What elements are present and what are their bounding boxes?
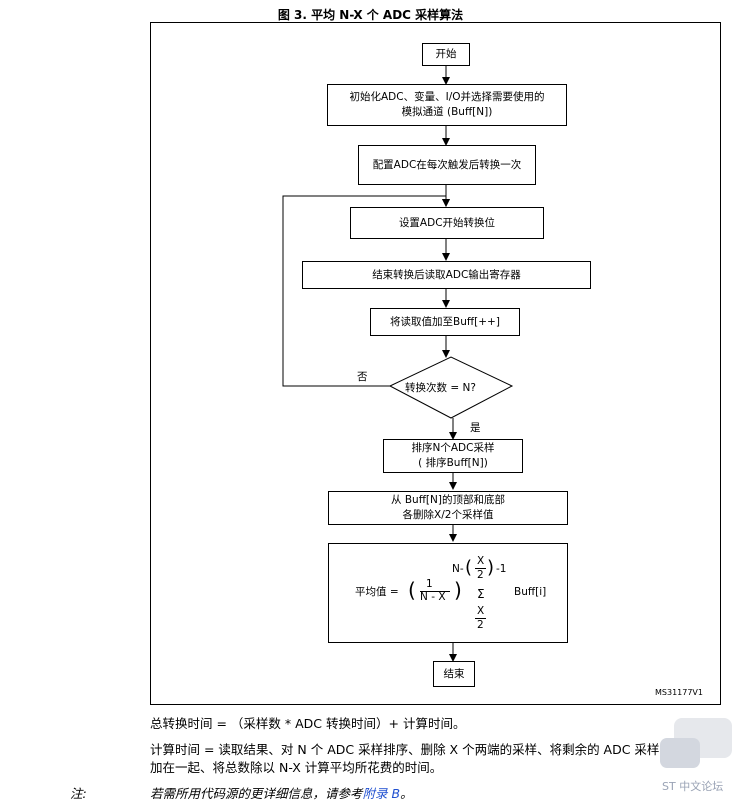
formula-upper-x: X — [477, 555, 485, 567]
end-node: 结束 — [433, 661, 475, 687]
note-label: 注: — [70, 786, 87, 801]
formula-upper-bar — [475, 568, 486, 569]
start-node: 开始 — [422, 43, 470, 66]
config-node: 配置ADC在每次触发后转换一次 — [358, 145, 536, 185]
note-text-end: 。 — [400, 786, 413, 801]
figure-title: 图 3. 平均 N-X 个 ADC 采样算法 — [277, 8, 464, 22]
formula-lower-two: 2 — [477, 619, 484, 631]
formula-term: Buff[i] — [514, 586, 547, 598]
note-calc-time-2: 加在一起、将总数除以 N-X 计算平均所花费的时间。 — [150, 760, 443, 775]
note-text: 若需所用代码源的更详细信息，请参考附录 B。 — [150, 783, 413, 802]
loop-no-line — [282, 195, 446, 387]
figure-code: MS31177V1 — [655, 688, 703, 697]
flowchart-frame — [150, 22, 721, 705]
formula-minus-one: -1 — [496, 563, 507, 575]
formula-upper-lparen: ( — [465, 557, 473, 578]
no-label: 否 — [357, 371, 368, 383]
formula-frac-num: 1 — [426, 578, 433, 590]
watermark-text: ST 中文论坛 — [662, 780, 724, 793]
decision-diamond — [388, 356, 514, 419]
remove-node: 从 Buff[N]的顶部和底部 各删除X/2个采样值 — [328, 491, 568, 525]
formula-sigma: Σ — [477, 587, 485, 601]
init-node: 初始化ADC、变量、I/O并选择需要使用的 模拟通道 (Buff[N]) — [327, 84, 567, 126]
formula-left-paren: ( — [408, 578, 416, 602]
formula-right-paren: ) — [454, 578, 462, 602]
note-text-body: 若需所用代码源的更详细信息，请参考 — [150, 786, 363, 801]
appendix-link[interactable]: 附录 B — [362, 786, 401, 801]
formula-frac-den: N - X — [420, 591, 446, 603]
note-calc-time-1: 计算时间 = 读取结果、对 N 个 ADC 采样排序、删除 X 个两端的采样、将… — [150, 742, 660, 757]
add-buffer-node: 将读取值加至Buff[++] — [370, 308, 520, 336]
note-total-time: 总转换时间 = （采样数 * ADC 转换时间）+ 计算时间。 — [150, 716, 466, 731]
watermark-bubble-icon-small — [660, 738, 700, 768]
formula-node — [328, 543, 568, 643]
yes-label: 是 — [470, 422, 481, 434]
formula-lower-x: X — [477, 605, 485, 617]
decision-label: 转换次数 = N? — [405, 382, 476, 394]
sort-node: 排序N个ADC采样 ( 排序Buff[N]) — [383, 439, 523, 473]
formula-label: 平均值 = — [355, 586, 399, 598]
formula-upper-two: 2 — [477, 569, 484, 581]
formula-upper-rparen: ) — [487, 557, 495, 578]
formula-upper-n: N- — [452, 563, 464, 575]
set-start-node: 设置ADC开始转换位 — [350, 207, 544, 239]
formula-lower-bar — [475, 618, 486, 619]
read-register-node: 结束转换后读取ADC输出寄存器 — [302, 261, 591, 289]
formula-frac-bar — [420, 591, 450, 592]
flowchart-connectors — [282, 66, 514, 662]
